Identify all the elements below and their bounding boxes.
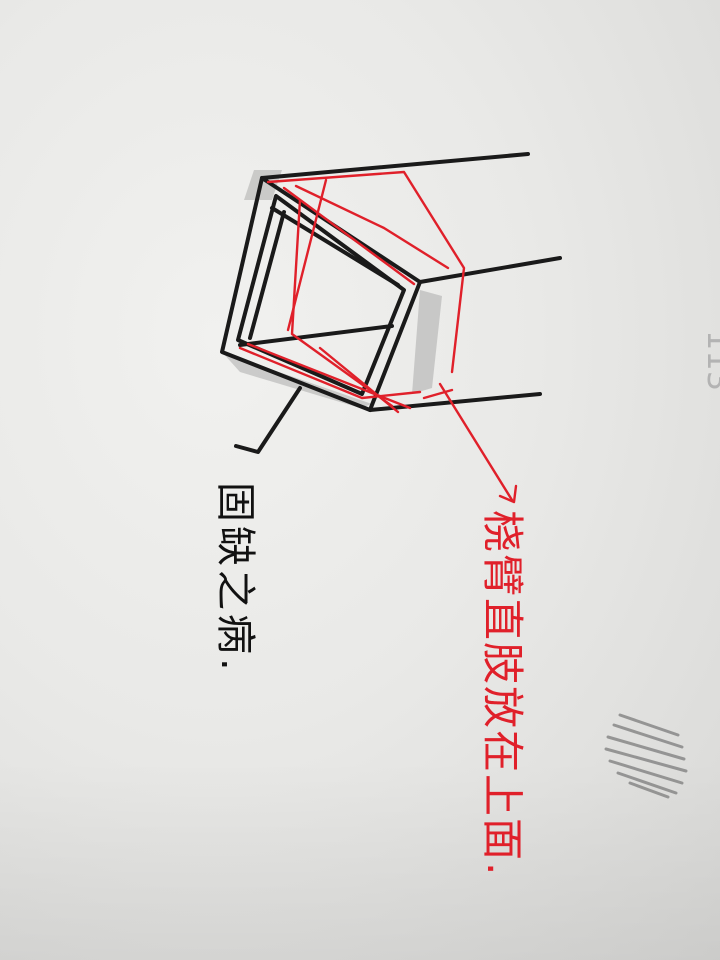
pencil-smudge [604,713,688,799]
page-number: 113 [700,330,720,392]
red-annotation: 桡臂直肢放在上面. [478,510,527,878]
black-annotation: 固缺之病. [212,482,258,675]
chair-black-frame [220,152,562,454]
paper-shadow [0,760,720,960]
chair-red-overlay [238,170,518,504]
